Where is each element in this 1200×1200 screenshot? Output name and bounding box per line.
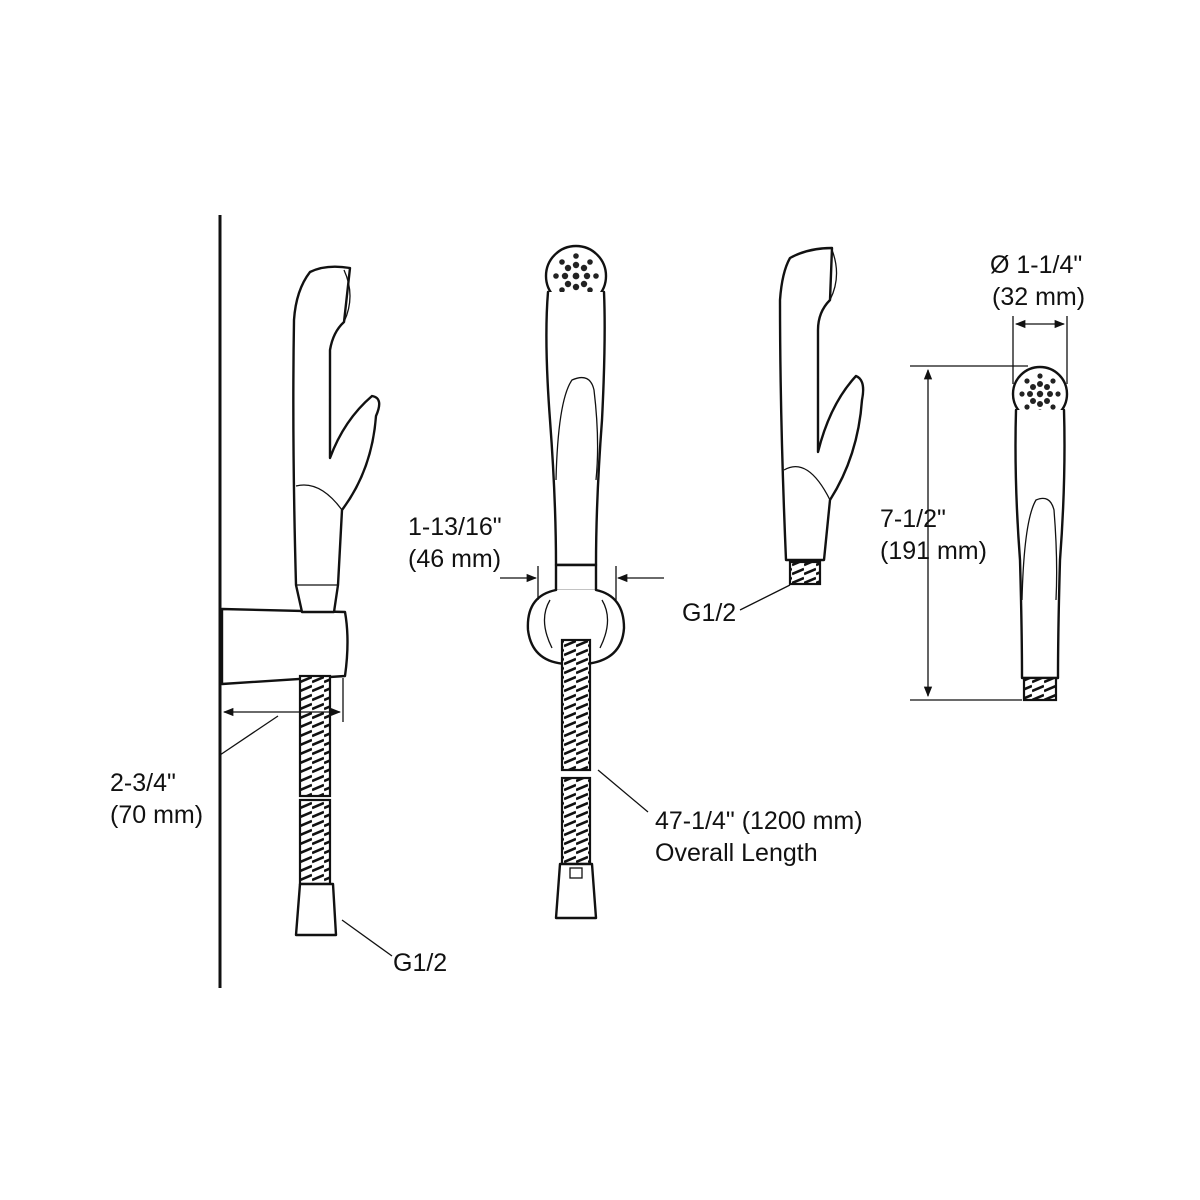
handshower-side-view <box>739 246 865 611</box>
wall-bracket <box>220 607 349 686</box>
thread-right-side <box>788 560 822 586</box>
hose-connector-left <box>294 882 338 937</box>
holder-width-mm-label: (46 mm) <box>408 545 502 573</box>
handle-collar-middle <box>554 563 598 593</box>
wall-depth-mm-label: (70 mm) <box>110 801 204 829</box>
hose-upper-left <box>298 674 332 798</box>
overall-length-label: 47-1/4" (1200 mm) <box>655 807 863 835</box>
front-view-with-holder <box>500 244 664 920</box>
thread-middle-label: G1/2 <box>682 599 737 627</box>
handshower-side-left <box>292 265 381 614</box>
overall-length-caption: Overall Length <box>655 839 818 867</box>
hose-upper-middle <box>560 638 592 772</box>
handshower-front-view <box>910 316 1069 702</box>
hose-lower-middle <box>560 776 592 866</box>
handle-length-mm-label: (191 mm) <box>880 537 987 565</box>
handle-body-middle <box>545 290 606 567</box>
handle-body-right <box>1014 408 1066 680</box>
head-diameter-label: Ø 1-1/4" <box>990 251 1083 279</box>
handshower-side-right <box>778 246 865 562</box>
wall-depth-label: 2-3/4" <box>110 769 176 797</box>
side-view-mounted <box>218 215 393 988</box>
thread-left-label: G1/2 <box>393 949 448 977</box>
hose-connector-middle <box>554 862 598 920</box>
lever-middle <box>555 376 599 481</box>
hose-lower-left <box>298 798 332 886</box>
spray-nozzles-right <box>1019 373 1061 415</box>
thread-right-front <box>1022 676 1058 702</box>
head-diameter-mm-label: (32 mm) <box>992 283 1086 311</box>
holder-width-label: 1-13/16" <box>408 513 502 541</box>
handle-length-label: 7-1/2" <box>880 505 946 533</box>
